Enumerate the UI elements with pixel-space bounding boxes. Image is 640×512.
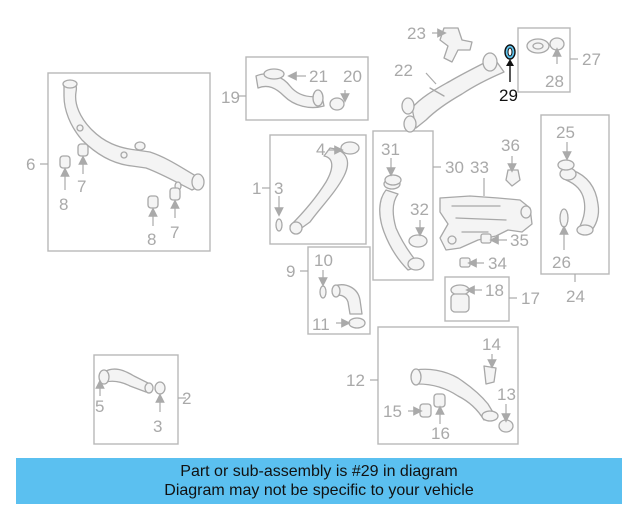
callout-11: 11 bbox=[312, 315, 330, 334]
sensor-part-36 bbox=[505, 169, 521, 187]
oring-part-10 bbox=[319, 285, 327, 299]
callout-28: 28 bbox=[545, 72, 564, 91]
grommet-part-16 bbox=[433, 393, 446, 408]
part-info-banner: Part or sub-assembly is #29 in diagram D… bbox=[16, 458, 622, 504]
group-box-17 bbox=[444, 276, 510, 322]
callout-26: 26 bbox=[552, 253, 571, 272]
group-box-30 bbox=[372, 130, 434, 281]
oring-part-26 bbox=[559, 208, 569, 228]
hose-part-24 bbox=[559, 167, 600, 236]
callout-24: 24 bbox=[566, 287, 585, 306]
clamp-part-11 bbox=[348, 317, 366, 329]
parts-diagram: 6 7 8 8 7 19 21 20 4 1 3 31 32 30 33 36 … bbox=[26, 24, 610, 445]
bolt-part-35 bbox=[480, 233, 492, 244]
callout-21: 21 bbox=[309, 67, 328, 86]
callout-36: 36 bbox=[501, 136, 520, 155]
callout-5: 5 bbox=[95, 397, 104, 416]
grommet-part-15 bbox=[419, 403, 432, 418]
callout-10: 10 bbox=[314, 251, 333, 270]
hose-part-19 bbox=[255, 68, 325, 109]
callout-8a: 8 bbox=[59, 195, 68, 214]
grommet-part-8b bbox=[147, 195, 159, 209]
callout-23: 23 bbox=[407, 24, 426, 43]
callout-1: 1 bbox=[252, 179, 261, 198]
clamp-part-32 bbox=[408, 234, 428, 248]
clamp-part-31 bbox=[384, 174, 402, 186]
clamp-part-25 bbox=[557, 159, 575, 171]
oring-part-3a bbox=[275, 218, 283, 232]
group-box-6 bbox=[47, 72, 211, 252]
callout-19: 19 bbox=[221, 88, 240, 107]
callout-22: 22 bbox=[394, 61, 413, 80]
coupler-part-27 bbox=[526, 38, 550, 54]
callout-13: 13 bbox=[497, 385, 516, 404]
callout-8b: 8 bbox=[147, 230, 156, 249]
hose-part-30 bbox=[379, 178, 425, 271]
callout-17: 17 bbox=[521, 289, 540, 308]
callout-2: 2 bbox=[182, 389, 191, 408]
clamp-part-20 bbox=[329, 97, 345, 111]
grommet-part-7a bbox=[77, 143, 89, 157]
callout-18: 18 bbox=[485, 281, 504, 300]
callout-34: 34 bbox=[488, 254, 507, 273]
callout-33: 33 bbox=[470, 158, 489, 177]
callout-7b: 7 bbox=[170, 223, 179, 242]
callout-20: 20 bbox=[343, 67, 362, 86]
hose-part-2 bbox=[98, 368, 154, 394]
clamp-part-29-highlighted[interactable] bbox=[504, 44, 516, 82]
grommet-part-7b bbox=[169, 187, 181, 201]
callout-15: 15 bbox=[383, 402, 402, 421]
group-box-12 bbox=[377, 326, 519, 445]
banner-line-part: Part or sub-assembly is #29 in diagram bbox=[180, 463, 458, 480]
bolt-part-34 bbox=[459, 257, 471, 268]
group-box-27 bbox=[517, 27, 571, 93]
callout-29[interactable]: 29 bbox=[499, 86, 518, 105]
elbow-part-9 bbox=[331, 284, 363, 315]
pipe-part-22 bbox=[401, 52, 505, 133]
bracket-part-23 bbox=[439, 27, 473, 63]
oring-part-3b bbox=[154, 381, 166, 395]
callout-30: 30 bbox=[445, 158, 464, 177]
housing-part-33 bbox=[439, 195, 533, 251]
group-box-24 bbox=[540, 114, 610, 275]
group-box-2 bbox=[93, 354, 179, 445]
callout-6: 6 bbox=[26, 155, 35, 174]
callout-31: 31 bbox=[381, 140, 400, 159]
callout-3a: 3 bbox=[274, 179, 283, 198]
bracket-part-14 bbox=[483, 365, 497, 385]
group-box-9 bbox=[307, 246, 371, 335]
callout-4: 4 bbox=[316, 140, 325, 159]
hose-part-1 bbox=[289, 141, 360, 235]
callout-9: 9 bbox=[286, 262, 295, 281]
pipe-part-12 bbox=[410, 368, 499, 422]
callout-25: 25 bbox=[556, 123, 575, 142]
callout-14: 14 bbox=[482, 335, 501, 354]
callout-16: 16 bbox=[431, 424, 450, 443]
callout-35: 35 bbox=[510, 231, 529, 250]
callout-27: 27 bbox=[582, 50, 601, 69]
tube-part-6 bbox=[62, 79, 205, 191]
banner-line-disclaimer: Diagram may not be specific to your vehi… bbox=[164, 482, 474, 499]
clamp-part-18 bbox=[450, 284, 470, 313]
callout-12: 12 bbox=[346, 371, 365, 390]
group-box-19 bbox=[245, 56, 369, 121]
clamp-part-28 bbox=[549, 37, 565, 51]
oring-part-13 bbox=[498, 419, 514, 433]
callout-3b: 3 bbox=[153, 417, 162, 436]
group-box-1 bbox=[269, 134, 367, 245]
callout-32: 32 bbox=[410, 200, 429, 219]
grommet-part-8a bbox=[59, 155, 71, 169]
callout-7a: 7 bbox=[77, 177, 86, 196]
